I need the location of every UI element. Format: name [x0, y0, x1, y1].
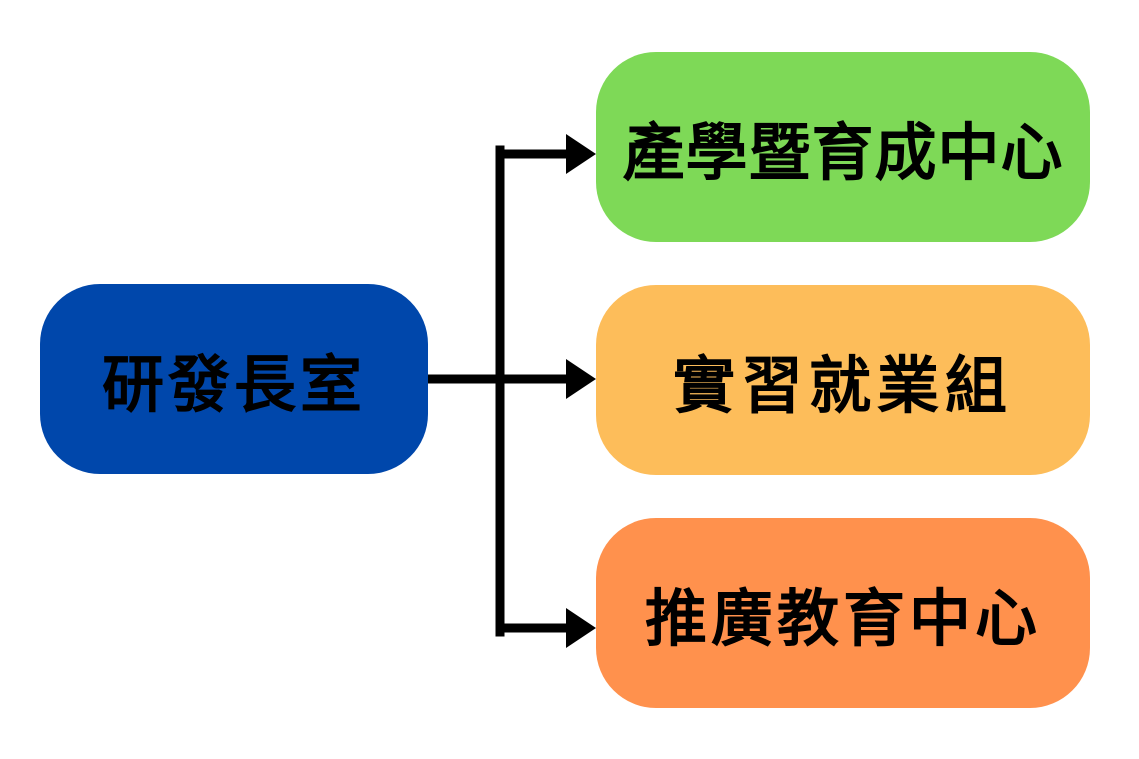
arrowhead-1 [566, 359, 596, 399]
child-node-label: 產學暨育成中心 [622, 116, 1064, 189]
arrowhead-2 [566, 608, 596, 648]
root-node: 研發長室 [40, 284, 428, 474]
root-node-label: 研發長室 [101, 348, 366, 421]
arrowhead-0 [566, 134, 596, 174]
child-node-label: 推廣教育中心 [644, 582, 1041, 655]
child-node-extension-education: 推廣教育中心 [596, 518, 1090, 708]
child-node-internship-group: 實習就業組 [596, 285, 1090, 475]
child-node-label: 實習就業組 [672, 349, 1013, 422]
child-node-incubation-center: 產學暨育成中心 [596, 52, 1090, 242]
